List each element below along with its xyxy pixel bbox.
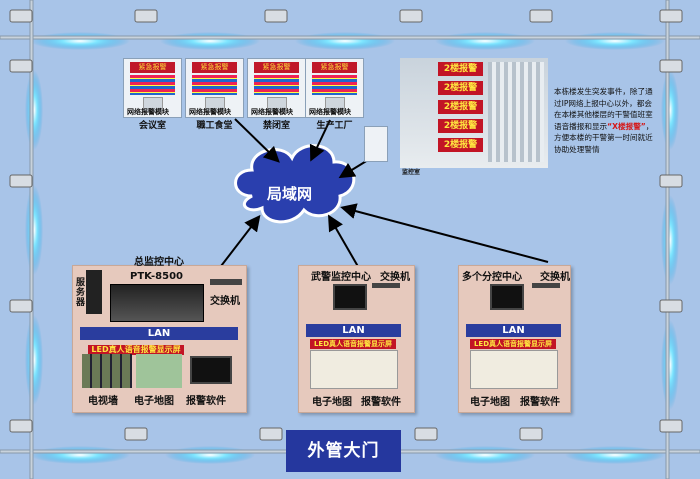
panel-label: 报警软件 xyxy=(520,397,560,408)
alarm-terminal: 紧急报警 禁闭室 xyxy=(247,58,306,131)
cloud-label: 局域网 xyxy=(267,185,313,203)
police-panel-title: 武警监控中心 xyxy=(311,272,371,283)
lan-bar: LAN xyxy=(306,324,401,337)
panel-label: 电子地图 xyxy=(134,396,174,407)
camera-icons xyxy=(9,9,683,441)
panel-label: 电子地图 xyxy=(470,397,510,408)
alarm-software-screen xyxy=(310,350,398,389)
led-screen-title: LED真人语音报警显示屏 xyxy=(310,339,396,349)
duty-room-label: 监控室 xyxy=(402,169,421,176)
device-label: PTK-8500 xyxy=(130,271,184,282)
info-text: 本栋楼发生突发事件，除了通过IP网络上报中心以外，都会在本楼其他楼层的干警值班室… xyxy=(554,87,653,131)
terminal-caption: 网络报警模块 xyxy=(189,108,231,116)
lan-bar: LAN xyxy=(80,327,238,340)
led-screen-title: LED真人语音报警显示屏 xyxy=(470,339,556,349)
fence-lights-left xyxy=(25,70,43,405)
panel-label: 报警软件 xyxy=(186,396,226,407)
alarm-module-icon xyxy=(325,97,345,113)
terminal-room: 職工食堂 xyxy=(196,121,233,131)
terminal-screen: 紧急报警 xyxy=(130,62,175,73)
building-info-text: 本栋楼发生突发事件，除了通过IP网络上报中心以外，都会在本楼其他楼层的干警值班室… xyxy=(554,86,659,155)
switch-icon xyxy=(532,283,560,288)
building-floor-signs: 2楼报警 2楼报警 2楼报警 2楼报警 2楼报警 xyxy=(438,62,483,152)
switch-label: 交换机 xyxy=(210,296,240,307)
floor-sign: 2楼报警 xyxy=(438,62,483,76)
building-windows xyxy=(488,62,544,162)
connection-arrows xyxy=(217,118,549,271)
floor-sign: 2楼报警 xyxy=(438,81,483,95)
floor-sign: 2楼报警 xyxy=(438,119,483,133)
main-panel-title: 总监控中心 xyxy=(134,257,184,268)
alarm-software-screen xyxy=(470,350,558,389)
alarm-terminal: 紧急报警 生产工厂 xyxy=(305,58,364,131)
info-highlight: “X楼报警” xyxy=(607,121,646,131)
info-text: ，方便本楼的干警第一时间就近协助处理警情 xyxy=(554,121,654,154)
alarm-module-icon xyxy=(205,97,225,113)
fence-lights-top xyxy=(30,32,665,50)
monitor-icon xyxy=(190,356,232,384)
lan-bar: LAN xyxy=(466,324,561,337)
terminal-buttons xyxy=(254,75,299,95)
monitor-icon xyxy=(490,284,524,310)
switch-label: 交换机 xyxy=(380,272,410,283)
alarm-module-icon xyxy=(267,97,287,113)
terminal-screen: 紧急报警 xyxy=(192,62,237,73)
terminal-caption: 网络报警模块 xyxy=(127,108,169,116)
terminal-room: 会议室 xyxy=(138,121,166,131)
panel-label: 电子地图 xyxy=(312,397,352,408)
alarm-module-icon xyxy=(143,97,163,113)
branch-panel-title: 多个分控中心 xyxy=(462,272,522,283)
monitor-icon xyxy=(333,284,367,310)
building-image: 2楼报警 2楼报警 2楼报警 2楼报警 2楼报警 xyxy=(400,58,548,168)
terminal-screen: 紧急报警 xyxy=(312,62,357,73)
led-screen-title: LED真人语音报警显示屏 xyxy=(88,345,184,355)
tv-wall-image xyxy=(82,354,132,388)
switch-icon xyxy=(210,279,242,285)
server-icon xyxy=(86,270,102,314)
terminal-buttons xyxy=(130,75,175,95)
terminal-caption: 网络报警模块 xyxy=(251,108,293,116)
alarm-terminal: 紧急报警 職工食堂 xyxy=(185,58,244,131)
switch-label: 交换机 xyxy=(540,272,570,283)
terminal-room: 禁闭室 xyxy=(262,121,290,131)
fence-lights-right xyxy=(661,70,679,410)
floor-sign: 2楼报警 xyxy=(438,138,483,152)
alarm-box-icon xyxy=(364,126,388,162)
terminal-buttons xyxy=(312,75,357,95)
server-label: 服务器 xyxy=(76,278,86,308)
switch-icon xyxy=(372,283,400,288)
ptk-8500-device xyxy=(110,284,204,322)
floor-sign: 2楼报警 xyxy=(438,100,483,114)
terminal-buttons xyxy=(192,75,237,95)
main-gate-label: 外管大门 xyxy=(286,430,401,472)
terminal-caption: 网络报警模块 xyxy=(309,108,351,116)
e-map-image xyxy=(136,354,182,388)
terminal-room: 生产工厂 xyxy=(316,121,353,131)
terminal-screen: 紧急报警 xyxy=(254,62,299,73)
panel-label: 报警软件 xyxy=(361,397,401,408)
alarm-terminal: 紧急报警 会议室 xyxy=(123,58,182,131)
panel-label: 电视墙 xyxy=(88,396,118,407)
